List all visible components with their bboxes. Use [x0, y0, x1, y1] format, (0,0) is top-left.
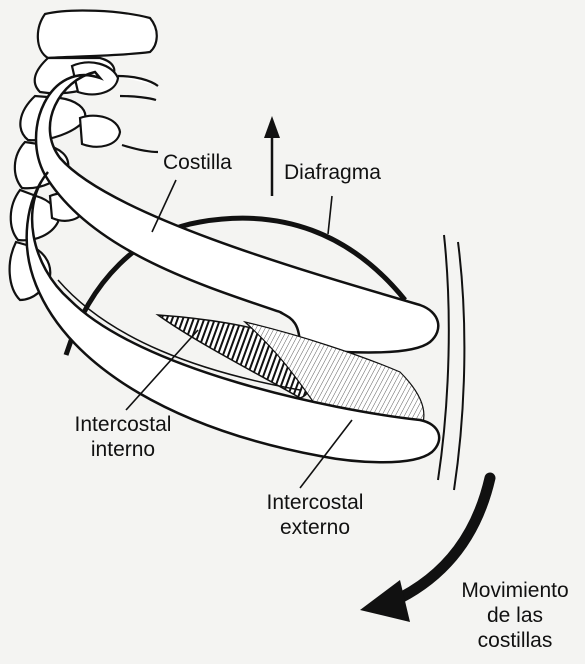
thoracic-wall [438, 235, 464, 490]
label-diafragma: Diafragma [284, 160, 381, 185]
label-intercostal-interno: Intercostal interno [58, 412, 188, 462]
label-intercostal-externo-line2: externo [250, 515, 380, 540]
label-intercostal-interno-line2: interno [58, 437, 188, 462]
label-costilla: Costilla [163, 150, 232, 175]
label-movimiento-line2: de las [448, 603, 582, 628]
upper-rib [36, 72, 438, 353]
label-movimiento-line3: costillas [448, 628, 582, 653]
label-movimiento: Movimiento de las costillas [448, 578, 582, 653]
label-movimiento-line1: Movimiento [448, 578, 582, 603]
label-intercostal-interno-line1: Intercostal [58, 412, 188, 437]
label-intercostal-externo-line1: Intercostal [250, 490, 380, 515]
label-intercostal-externo: Intercostal externo [250, 490, 380, 540]
upward-arrow [264, 116, 280, 196]
